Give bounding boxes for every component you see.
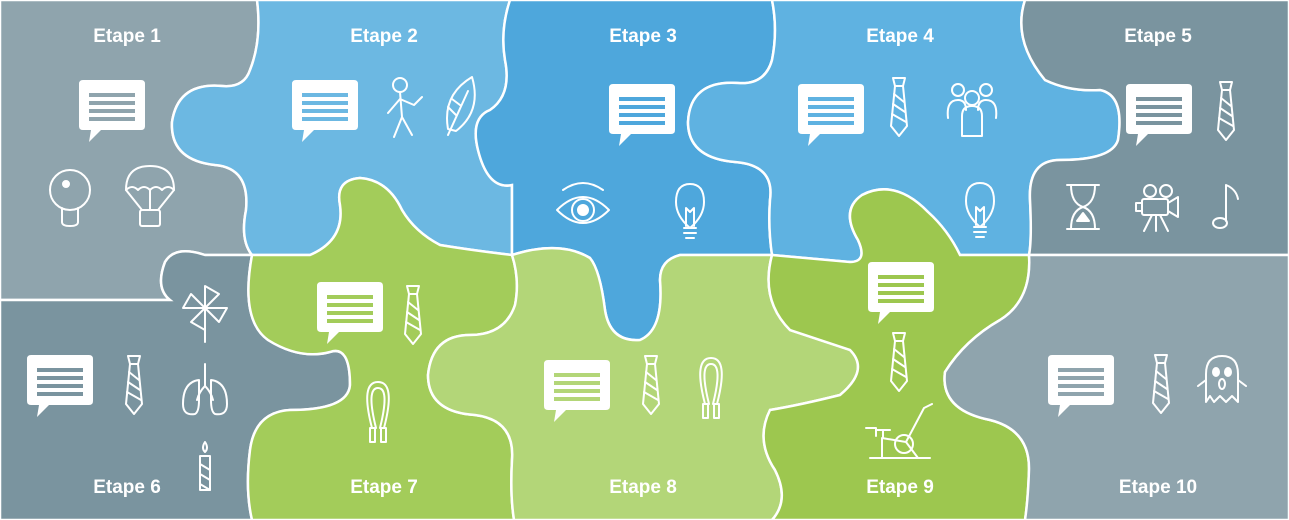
tie-icon xyxy=(404,285,422,345)
speech-bubble-icon xyxy=(1126,84,1192,146)
hourglass-icon xyxy=(1066,184,1100,230)
tie-icon xyxy=(1217,81,1235,141)
speech-bubble-icon xyxy=(292,80,358,142)
puzzle-piece-10 xyxy=(943,253,1289,520)
tie-icon xyxy=(890,332,908,392)
group-icon xyxy=(946,83,998,137)
step-label-7: Etape 7 xyxy=(350,477,418,498)
speech-bubble-icon xyxy=(1048,355,1114,417)
speech-bubble-icon xyxy=(868,262,934,324)
speech-bubble-icon xyxy=(79,80,145,142)
step-label-2: Etape 2 xyxy=(350,26,418,47)
candle-icon xyxy=(199,441,211,491)
step-label-8: Etape 8 xyxy=(609,477,677,498)
step-label-3: Etape 3 xyxy=(609,26,677,47)
step-label-4: Etape 4 xyxy=(866,26,934,47)
step-label-9: Etape 9 xyxy=(866,477,934,498)
tie-icon xyxy=(125,355,143,415)
exercise-bike-icon xyxy=(865,403,933,459)
ghost-icon xyxy=(1197,355,1247,403)
tie-icon xyxy=(890,77,908,137)
movie-camera-icon xyxy=(1135,184,1179,232)
light-bulb-icon xyxy=(675,183,705,239)
light-bulb-icon xyxy=(965,182,995,238)
step-label-10: Etape 10 xyxy=(1119,477,1197,498)
pinwheel-icon xyxy=(182,285,228,343)
lungs-icon xyxy=(182,363,228,416)
jump-rope-icon xyxy=(699,357,723,419)
step-label-6: Etape 6 xyxy=(93,477,161,498)
parachute-icon xyxy=(125,165,175,227)
speech-bubble-icon xyxy=(317,282,383,344)
tie-icon xyxy=(642,355,660,415)
eye-icon xyxy=(556,182,610,224)
jump-rope-icon xyxy=(366,381,390,443)
speech-bubble-icon xyxy=(609,84,675,146)
table-tennis-paddle-icon xyxy=(49,169,91,227)
speech-bubble-icon xyxy=(544,360,610,422)
tie-icon xyxy=(1152,354,1170,414)
step-label-5: Etape 5 xyxy=(1124,26,1192,47)
step-label-1: Etape 1 xyxy=(93,26,161,47)
speech-bubble-icon xyxy=(27,355,93,417)
leaf-icon xyxy=(446,76,476,136)
stick-figure-icon xyxy=(387,77,423,138)
music-note-icon xyxy=(1212,184,1239,229)
speech-bubble-icon xyxy=(798,84,864,146)
